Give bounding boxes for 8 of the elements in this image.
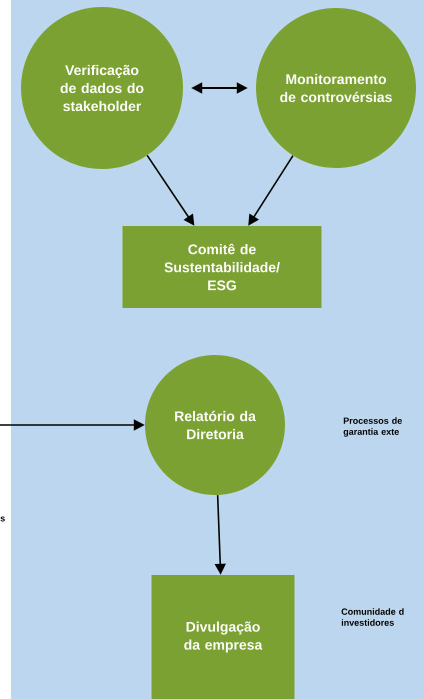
circle-node: Monitoramento de controvérsias bbox=[256, 8, 416, 168]
side-label: Comunidade d investidores bbox=[342, 608, 404, 626]
process-box: Divulgação da empresa bbox=[152, 575, 294, 699]
side-label: s bbox=[0, 516, 5, 522]
circle-node: Relatório da Diretoria bbox=[145, 355, 285, 495]
side-label: Processos de garantia exte bbox=[344, 417, 402, 437]
circle-node: Verificação de dados do stakeholder bbox=[21, 7, 183, 169]
process-box: Comitê de Sustentabilidade/ ESG bbox=[122, 226, 322, 308]
